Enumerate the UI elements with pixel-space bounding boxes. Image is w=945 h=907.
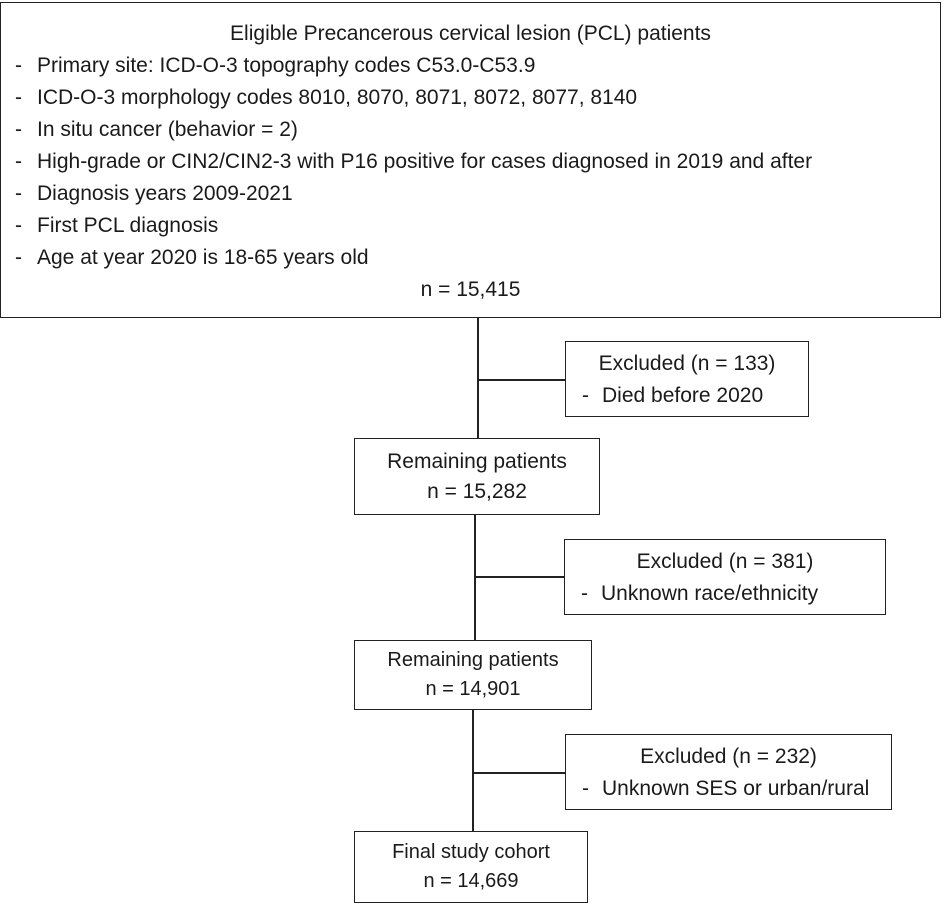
connector-branch-1 xyxy=(477,379,565,381)
criteria-item: -In situ cancer (behavior = 2) xyxy=(15,114,940,146)
exclusion-head: Excluded (n = 381) xyxy=(636,550,814,573)
exclusion-box-1: Excluded (n = 133) -Died before 2020 xyxy=(565,341,809,417)
eligible-title: Eligible Precancerous cervical lesion (P… xyxy=(230,22,711,45)
eligible-patients-box: Eligible Precancerous cervical lesion (P… xyxy=(0,2,941,318)
criteria-item: -Age at year 2020 is 18-65 years old xyxy=(15,242,940,274)
exclusion-box-2: Excluded (n = 381) -Unknown race/ethnici… xyxy=(564,539,886,615)
exclusion-head: Excluded (n = 133) xyxy=(598,352,776,375)
connector-branch-3 xyxy=(472,772,565,774)
criteria-item: -First PCL diagnosis xyxy=(15,210,940,242)
bullet-dash: - xyxy=(15,54,22,77)
bullet-dash: - xyxy=(15,118,22,141)
criteria-item: -ICD-O-3 morphology codes 8010, 8070, 80… xyxy=(15,82,940,114)
connector-branch-2 xyxy=(474,576,564,578)
remaining-count: n = 15,282 xyxy=(427,480,527,503)
criteria-item: -Primary site: ICD-O-3 topography codes … xyxy=(15,50,940,82)
remaining-count: n = 14,901 xyxy=(425,678,521,700)
bullet-dash: - xyxy=(15,246,22,269)
remaining-label: Remaining patients xyxy=(387,649,559,671)
final-label: Final study cohort xyxy=(392,841,550,863)
connector-vertical-3 xyxy=(472,710,474,831)
exclusion-reason: -Unknown SES or urban/rural xyxy=(582,777,870,800)
remaining-box-1: Remaining patients n = 15,282 xyxy=(354,438,600,515)
exclusion-reason: -Unknown race/ethnicity xyxy=(581,582,819,605)
connector-vertical-1 xyxy=(477,318,479,438)
bullet-dash: - xyxy=(15,150,22,173)
criteria-list: -Primary site: ICD-O-3 topography codes … xyxy=(1,50,940,274)
bullet-dash: - xyxy=(15,182,22,205)
remaining-box-2: Remaining patients n = 14,901 xyxy=(354,640,592,710)
remaining-label: Remaining patients xyxy=(387,450,567,473)
exclusion-head: Excluded (n = 232) xyxy=(640,745,817,768)
eligible-count: n = 15,415 xyxy=(420,278,521,301)
exclusion-box-3: Excluded (n = 232) -Unknown SES or urban… xyxy=(565,734,892,810)
bullet-dash: - xyxy=(15,86,22,109)
final-cohort-box: Final study cohort n = 14,669 xyxy=(354,831,588,903)
final-count: n = 14,669 xyxy=(423,870,519,892)
exclusion-reason: -Died before 2020 xyxy=(582,384,764,407)
criteria-item: -Diagnosis years 2009-2021 xyxy=(15,178,940,210)
criteria-item: -High-grade or CIN2/CIN2-3 with P16 posi… xyxy=(15,146,940,178)
bullet-dash: - xyxy=(15,214,22,237)
